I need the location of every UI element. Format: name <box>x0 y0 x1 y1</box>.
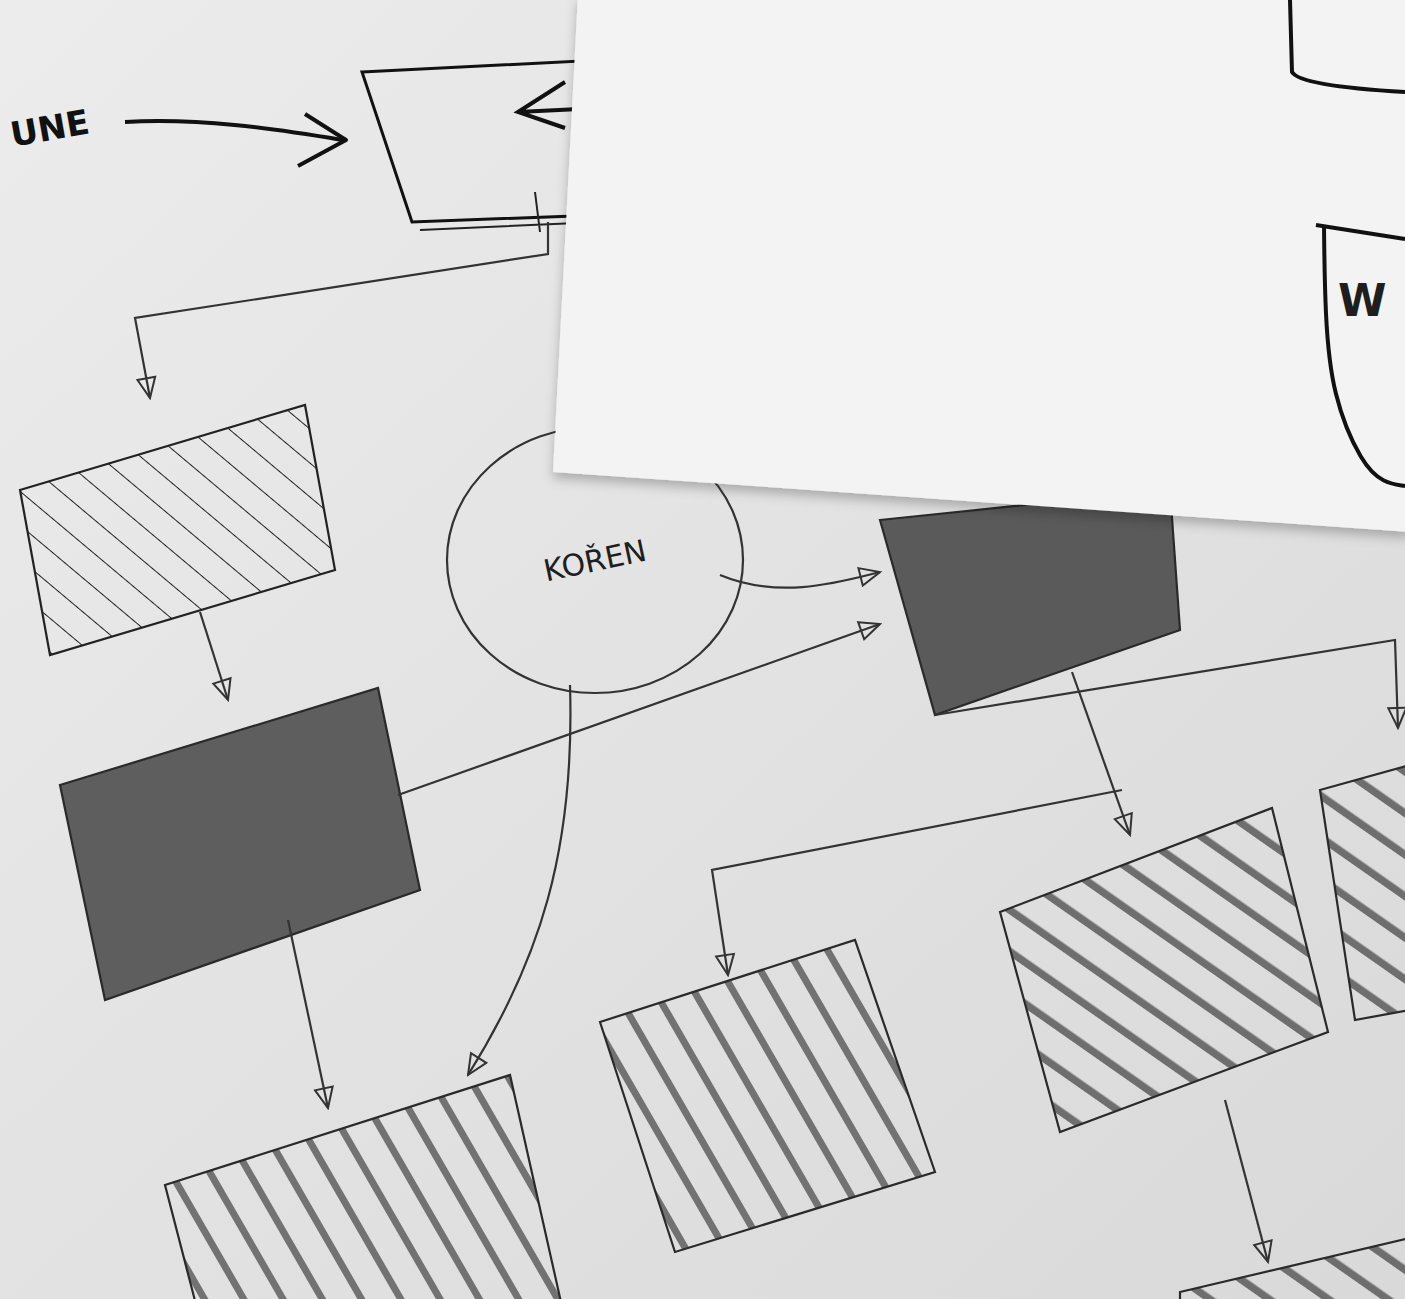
sketch-box-outline <box>1322 225 1405 490</box>
hatched-box <box>600 940 935 1252</box>
box-outline <box>1316 225 1405 239</box>
hatched-box <box>1180 1238 1405 1299</box>
node-text: KOŘEN <box>541 532 650 588</box>
sketch-arrow <box>135 222 548 398</box>
arrow-label: UNE <box>7 101 92 154</box>
ink-arrow <box>125 121 342 140</box>
root-circle: KOŘEN <box>445 425 745 695</box>
sketch-arrow <box>712 790 1122 975</box>
box-outline <box>1324 225 1405 486</box>
hatched-box <box>20 405 335 655</box>
sketch-arrow <box>468 685 570 1075</box>
hatched-box <box>1320 765 1405 1020</box>
overlapping-sheet <box>553 0 1405 532</box>
circle-outline <box>447 427 743 693</box>
sketch-arrow <box>720 572 880 588</box>
hatched-box <box>165 1075 565 1299</box>
sketch-box <box>1290 0 1405 92</box>
filled-box <box>880 490 1180 715</box>
sketch-arrow <box>935 640 1398 728</box>
sketch-arrow <box>1072 672 1130 835</box>
hatched-box <box>1000 808 1328 1132</box>
node-text: W <box>1338 275 1387 326</box>
ink-arrowhead <box>298 114 346 166</box>
filled-box <box>60 688 420 1000</box>
sketch-arrow <box>1225 1100 1268 1262</box>
sketch-arrow <box>288 920 328 1108</box>
sketch-arrow <box>398 624 880 795</box>
sketch-box: W <box>1322 225 1405 490</box>
sketch-box <box>362 60 600 222</box>
sketch-arrow <box>200 612 228 700</box>
